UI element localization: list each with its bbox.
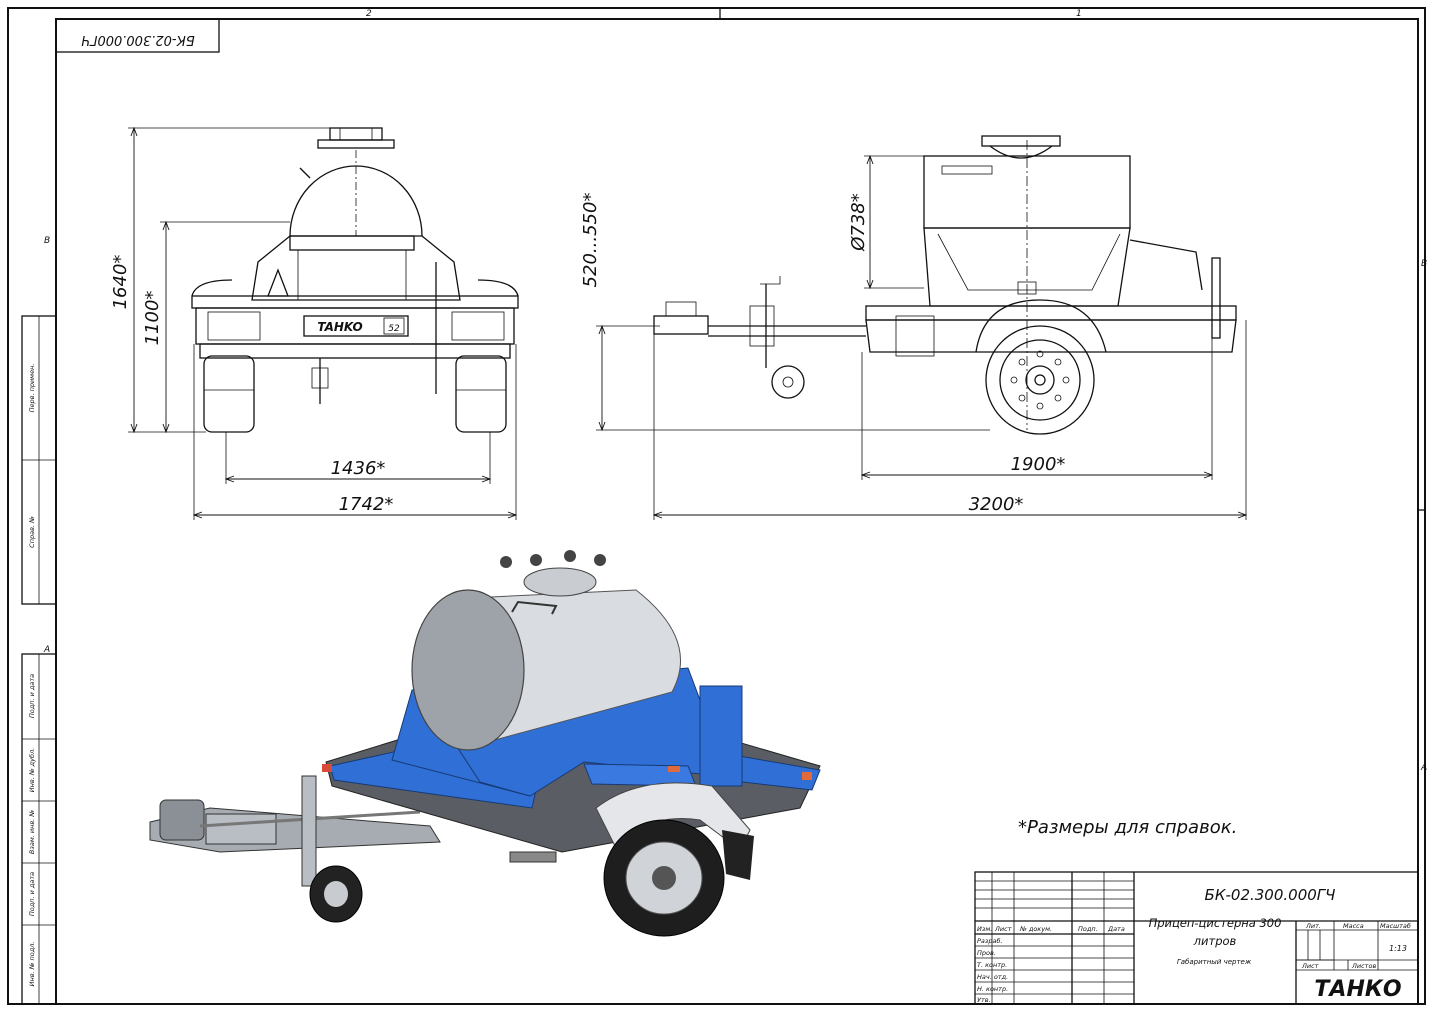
dim-tank-diameter: Ø738*: [848, 193, 869, 252]
front-plate: [303, 315, 409, 337]
dim-wheelbase-ref: 1900*: [1011, 454, 1066, 475]
row-label-tkontr: Т. контр.: [977, 961, 1007, 969]
rotated-code: БК-02.300.000ГЧ: [81, 32, 195, 47]
dim-length: 3200*: [969, 494, 1024, 515]
zone-number-1: 1: [1076, 9, 1082, 19]
iso-tank-body: [469, 589, 681, 745]
row-label-prov: Пров.: [977, 949, 996, 957]
margin-label-6: Инв. № подл.: [28, 942, 36, 987]
col-header-doc: № докум.: [1019, 925, 1052, 933]
col-header-izm: Изм.: [977, 925, 992, 933]
margin-label-2: Подп. и дата: [28, 674, 36, 718]
reference-note: *Размеры для справок.: [1018, 817, 1237, 838]
front-view: TAHKO 52 1640* 1100* 1436*: [110, 126, 519, 520]
zone-letter-b-right: В: [1421, 259, 1427, 269]
title-doc-type: Габаритный чертеж: [1177, 958, 1252, 966]
scale-value: 1:13: [1389, 944, 1407, 953]
sheets-label: Листов: [1351, 962, 1376, 970]
row-label-nachotd: Нач. отд.: [977, 973, 1008, 981]
title-product-name: Прицеп-цистерна 300 литров: [1148, 916, 1282, 948]
scale-label: Масштаб: [1380, 922, 1411, 930]
jack-wheel: [771, 365, 805, 399]
margin-label-0: Перв. примен.: [28, 364, 36, 413]
front-wheel-right: [455, 355, 507, 433]
zone-number-2: 2: [366, 9, 372, 19]
dim-track: 1436*: [331, 458, 386, 479]
zone-letter-a-left: А: [43, 645, 50, 655]
mass-label: Масса: [1343, 922, 1364, 930]
plate-number: 52: [388, 324, 400, 334]
rotated-code-box: [55, 18, 220, 53]
row-label-utv: Утв.: [977, 996, 991, 1004]
lit-label: Лит.: [1305, 922, 1321, 930]
row-label-razrab: Разраб.: [977, 937, 1003, 945]
margin-label-5: Подп. и дата: [28, 872, 36, 916]
col-header-list: Лист: [994, 925, 1012, 933]
title-doc-code: БК-02.300.000ГЧ: [1205, 886, 1336, 904]
zone-letter-a-right: А: [1420, 763, 1427, 773]
row-label-nkontr: Н. контр.: [977, 985, 1008, 993]
dim-hitch-height: 520...550*: [580, 193, 601, 288]
side-view: 520...550* Ø738* 1900* 3200*: [580, 135, 1248, 520]
dim-height-total: 1640*: [110, 255, 131, 310]
margin-label-1: Справ. №: [28, 516, 36, 548]
dim-width: 1742*: [339, 494, 394, 515]
col-header-date: Дата: [1107, 925, 1125, 933]
iso-tank-end: [411, 589, 525, 751]
plate-brand: TAHKO: [317, 320, 362, 334]
title-block: Изм. Лист № докум. Подп. Дата Разраб. Пр…: [974, 871, 1419, 1005]
sheet-label: Лист: [1301, 962, 1319, 970]
dim-height-frame: 1100*: [142, 291, 163, 346]
isometric-view: [149, 550, 821, 937]
zone-letter-b-left: В: [44, 236, 50, 246]
front-wheel-left: [203, 355, 255, 433]
left-margin-strip: Перв. примен. Справ. № Подп. и дата Инв.…: [21, 315, 57, 1005]
side-wheel: [985, 325, 1095, 435]
margin-label-4: Взам. инв. №: [28, 810, 36, 854]
margin-label-3: Инв. № дубл.: [28, 748, 36, 792]
company-name: ТАНКО: [1314, 977, 1401, 1002]
col-header-sign: Подп.: [1078, 925, 1098, 933]
